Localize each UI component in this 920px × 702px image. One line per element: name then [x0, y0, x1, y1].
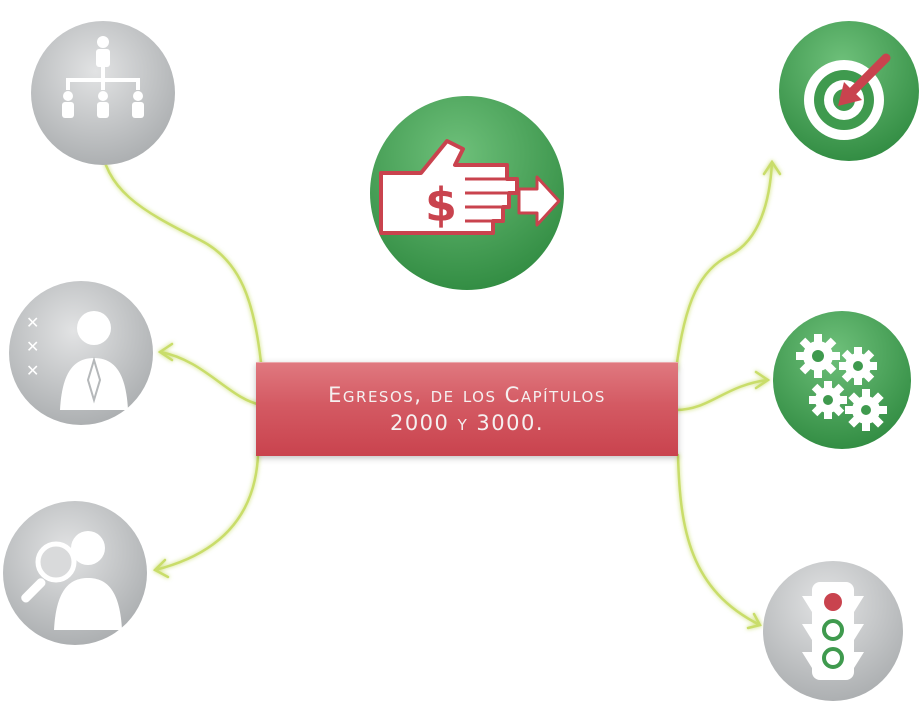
- arrowhead-gears: [754, 370, 771, 390]
- hand-money-node: $: [369, 95, 565, 291]
- svg-text:✕: ✕: [26, 337, 39, 356]
- target-node: [778, 20, 920, 162]
- org-chart-node: [30, 20, 176, 166]
- connector-org-chart: [98, 138, 264, 374]
- person-checklist-icon: ✕ ✕ ✕: [9, 281, 153, 425]
- connector-person-checklist: [158, 350, 264, 407]
- connector-gears: [674, 378, 770, 412]
- person-magnifier-node: [2, 500, 148, 646]
- org-chart-icon: [31, 21, 175, 165]
- svg-text:✕: ✕: [26, 313, 39, 332]
- gears-node: [772, 310, 912, 450]
- arrowhead-person-magnifier: [152, 558, 170, 579]
- traffic-light-icon: [763, 561, 903, 701]
- target-arrow-icon: [779, 21, 919, 161]
- svg-text:✕: ✕: [26, 361, 39, 380]
- hand-money-arrow-icon: $: [370, 96, 564, 290]
- person-magnifier-icon: [3, 501, 147, 645]
- arrowhead-target: [762, 159, 782, 176]
- svg-text:$: $: [425, 178, 457, 232]
- connector-person-magnifier: [153, 453, 260, 572]
- traffic-light-node: [762, 560, 904, 702]
- central-topic-line2: 2000 y 3000.: [389, 411, 545, 435]
- central-topic-box: Egresos, de los Capítulos 2000 y 3000.: [256, 362, 678, 456]
- connector-traffic-light: [676, 453, 762, 627]
- arrowhead-person-checklist: [157, 342, 174, 362]
- central-topic-line1: Egresos, de los Capítulos: [328, 383, 606, 407]
- arrowhead-traffic-light: [746, 612, 762, 630]
- connector-target: [674, 160, 774, 372]
- gears-icon: [773, 311, 911, 449]
- person-checklist-node: ✕ ✕ ✕: [8, 280, 154, 426]
